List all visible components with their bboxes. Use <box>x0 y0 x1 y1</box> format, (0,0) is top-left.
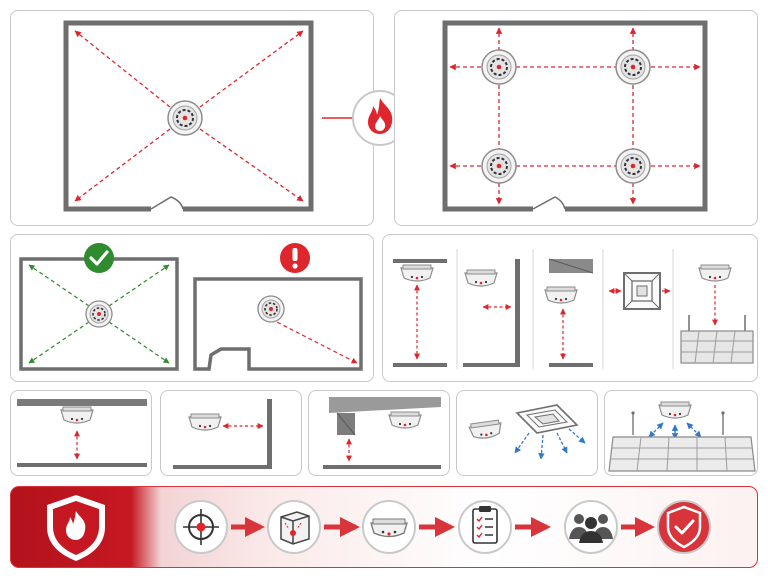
door-swing <box>532 196 566 210</box>
smoke-detector-icon <box>85 300 113 328</box>
smoke-detector-icon <box>257 295 285 323</box>
smoke-detector-icon <box>167 100 203 136</box>
smoke-detector-icon <box>60 406 94 424</box>
suspended-ceiling-panel <box>604 390 758 476</box>
single-detector-room-panel <box>10 10 374 226</box>
air-vent-icon <box>623 272 661 310</box>
room-shape-comparison <box>19 243 363 371</box>
four-detector-room-panel <box>394 10 758 226</box>
coverage-arrow <box>199 30 304 108</box>
single-detector-room-plan <box>63 20 314 212</box>
checklist-icon <box>458 500 512 554</box>
target-icon <box>174 500 228 554</box>
smoke-detector-icon <box>615 148 651 184</box>
process-flow-banner <box>10 486 758 568</box>
smoke-detector-icon <box>658 401 692 419</box>
shield-check-icon <box>657 500 711 554</box>
coverage-arrow <box>199 128 304 202</box>
ceiling-height-panel <box>10 390 152 476</box>
door-swing <box>150 196 184 210</box>
people-group-icon <box>564 500 618 554</box>
room-wall <box>442 20 708 212</box>
smoke-detector-icon <box>481 49 517 85</box>
mounting-conditions <box>393 249 754 369</box>
ventilation-airflow-panel <box>456 390 598 476</box>
smoke-detector-icon <box>464 269 498 287</box>
mounting-conditions-panel <box>382 234 758 382</box>
smoke-detector-icon <box>615 49 651 85</box>
air-vent-icon <box>515 404 579 434</box>
process-flow <box>47 495 711 561</box>
wall-clearance-panel <box>160 390 302 476</box>
smoke-detector-icon <box>698 264 732 282</box>
room-wall <box>63 20 314 212</box>
smoke-detector-icon <box>400 264 434 282</box>
beam-clearance-panel <box>308 390 450 476</box>
room-shape-comparison-panel <box>10 234 374 382</box>
room-cube-icon <box>267 500 321 554</box>
fire-icon <box>368 98 393 134</box>
exclamation-icon <box>280 243 310 273</box>
smoke-detector-icon <box>388 411 422 429</box>
smoke-detector-icon <box>468 419 504 441</box>
coverage-arrow <box>74 30 171 108</box>
fire-shield-icon <box>47 495 105 561</box>
coverage-arrow <box>74 128 171 202</box>
smoke-detector-icon <box>544 286 578 304</box>
smoke-detector-icon <box>188 413 222 431</box>
smoke-detector-icon <box>481 148 517 184</box>
irregular-room-wall <box>193 277 363 371</box>
checkmark-icon <box>84 243 114 273</box>
smoke-detector-icon <box>362 500 416 554</box>
four-detector-room-plan <box>442 20 708 212</box>
